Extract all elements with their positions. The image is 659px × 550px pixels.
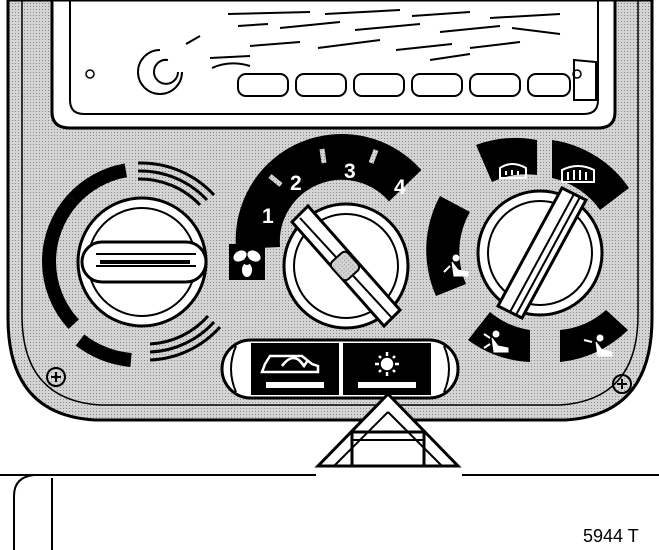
air-distribution-knob (426, 137, 629, 362)
fan-speed-label-3: 3 (344, 160, 356, 183)
feet-vent-icon (443, 254, 469, 277)
radio-preset-buttons (211, 58, 597, 101)
temperature-knob (34, 154, 250, 370)
radio-volume-knob-icon (137, 35, 201, 95)
fan-speed-indicator (329, 250, 361, 282)
air-conditioning-button-led (358, 382, 416, 388)
radio-faceplate-text (209, 9, 561, 61)
recirculation-button-icon (260, 354, 320, 374)
face-vent-icon (583, 334, 613, 357)
fan-icon (233, 250, 261, 277)
pointer-arrow (314, 391, 462, 468)
air-conditioning-button-icon (375, 352, 399, 376)
fan-speed-label-2: 2 (290, 172, 302, 195)
fan-speed-label-1: 1 (262, 205, 274, 228)
windscreen-demist-icon (499, 163, 527, 179)
figure-reference-code: 5944 T (583, 526, 639, 546)
radio-screw-left (85, 69, 95, 79)
face-feet-vent-icon (483, 330, 509, 353)
rear-window-heat-icon (561, 165, 595, 183)
fan-speed-label-4: 4 (394, 176, 406, 199)
lower-frame (0, 474, 659, 550)
radio-unit (50, 0, 617, 130)
air-conditioning-button (343, 343, 431, 395)
temperature-scale-arcs (41, 161, 222, 367)
recirculation-button-led (266, 382, 324, 388)
fan-speed-knob: 1 2 3 4 (229, 134, 422, 330)
recirculation-button (251, 343, 339, 395)
panel-screw-left (46, 367, 66, 387)
panel-screw-right (612, 374, 632, 394)
